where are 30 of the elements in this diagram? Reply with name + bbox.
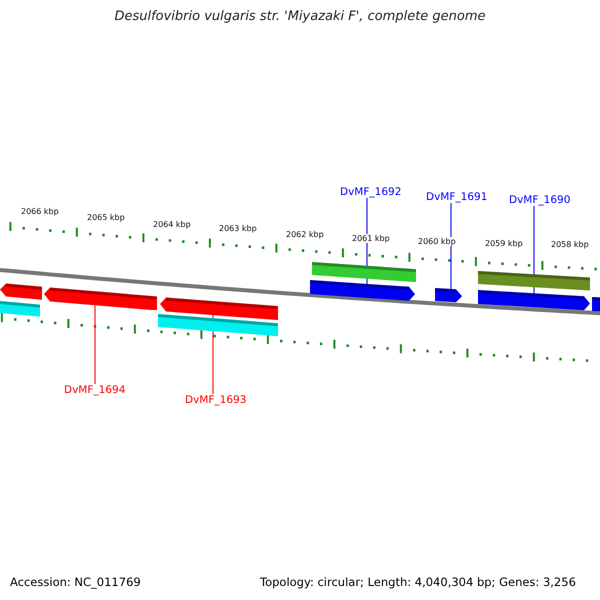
genome-stats-text: Topology: circular; Length: 4,040,304 bp; Genes: 3,256 — [260, 575, 576, 589]
gene-label: DvMF_1692 — [340, 186, 402, 198]
gene-label: DvMF_1693 — [185, 394, 246, 406]
gene-feature — [158, 314, 278, 337]
tick-label: 2061 kbp — [352, 234, 390, 243]
tick-label: 2064 kbp — [153, 220, 191, 229]
gene-feature — [310, 280, 415, 302]
gene-feature — [0, 301, 40, 317]
tick-label: 2058 kbp — [551, 240, 589, 249]
tick-label: 2066 kbp — [21, 207, 59, 216]
gene-label: DvMF_1694 — [64, 384, 126, 396]
gene-feature — [435, 288, 462, 304]
gene-feature — [0, 283, 42, 300]
tick-label: 2063 kbp — [219, 224, 257, 233]
gene-label: DvMF_1691 — [426, 191, 488, 203]
gene-feature — [312, 262, 416, 282]
gene-feature — [478, 271, 590, 291]
gene-feature — [160, 296, 278, 320]
tick-label: 2060 kbp — [418, 237, 456, 246]
accession-text: Accession: NC_011769 — [10, 575, 141, 589]
tick-label: 2065 kbp — [87, 213, 125, 222]
leader-line — [450, 202, 452, 290]
gene-feature — [478, 290, 590, 311]
title: Desulfovibrio vulgaris str. 'Miyazaki F', complete genome — [113, 9, 487, 24]
gene-feature — [592, 296, 600, 312]
gene-label: DvMF_1690 — [509, 194, 570, 206]
gene-feature — [44, 286, 157, 310]
tick-label: 2059 kbp — [485, 239, 523, 248]
leader-line — [94, 304, 96, 384]
tick-label: 2062 kbp — [286, 230, 324, 239]
